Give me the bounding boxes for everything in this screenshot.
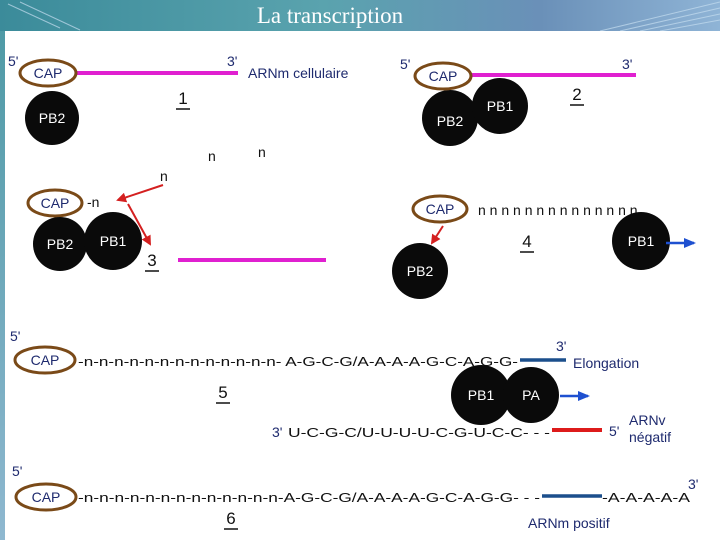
step-number-1: 1: [178, 89, 187, 108]
cleavage-arrow: [127, 203, 151, 246]
nascent-strand-sequence: -n-n-n-n-n-n-n-n-n-n-n-n-n- A-G-C-G/A-A-…: [78, 354, 518, 369]
free-nucleotide: n: [258, 144, 266, 160]
slide-header: La transcription: [0, 0, 720, 31]
primer-nucleotide: -n: [87, 194, 99, 210]
slide-left-accent: [0, 31, 5, 540]
positive-mrna-label: ARNm positif: [528, 515, 610, 531]
pb2-subunit: [392, 243, 448, 299]
cap-label: CAP: [426, 201, 455, 217]
cap-ellipse: [26, 188, 84, 218]
pb1-subunit: [472, 78, 528, 134]
mrna-sequence: -n-n-n-n-n-n-n-n-n-n-n-n-n-A-G-C-G/A-A-A…: [78, 490, 540, 505]
label-5-prime: 5': [609, 423, 619, 439]
polya-tail: -A-A-A-A-A: [602, 490, 690, 505]
step-3-group: CAP -n PB2 PB1 3: [26, 184, 326, 272]
label-3-prime: 3': [227, 53, 237, 69]
pb2-subunit: [422, 90, 478, 146]
slide-title: La transcription: [256, 3, 404, 28]
pb1-subunit: [451, 365, 511, 425]
pb1-label: PB1: [487, 98, 514, 114]
pb2-label: PB2: [407, 263, 434, 279]
cap-label: CAP: [34, 65, 63, 81]
step-4-group: CAP n n n n n n n n n n n n n n PB2 4 PB…: [392, 194, 696, 299]
pb2-label: PB2: [47, 236, 74, 252]
label-5-prime: 5': [12, 463, 22, 479]
cellular-mrna-label: ARNm cellulaire: [248, 65, 349, 81]
step-number-3: 3: [147, 251, 156, 270]
cap-label: CAP: [429, 68, 458, 84]
label-5-prime: 5': [10, 328, 20, 344]
step-number-2: 2: [572, 85, 581, 104]
cap-ellipse: [14, 482, 78, 512]
cap-ellipse: [411, 194, 469, 224]
cap-label: CAP: [32, 489, 61, 505]
pb1-label: PB1: [100, 233, 127, 249]
negative-label: négatif: [629, 429, 671, 445]
step-number-6: 6: [226, 509, 235, 528]
elongation-label: Elongation: [573, 355, 639, 371]
pb2-subunit: [33, 217, 87, 271]
pa-label: PA: [522, 387, 540, 403]
pb1-subunit: [84, 212, 142, 270]
cap-label: CAP: [41, 195, 70, 211]
label-3-prime: 3': [556, 338, 566, 354]
pa-subunit: [503, 367, 559, 423]
pb2-release-arrow: [430, 225, 444, 245]
label-5-prime: 5': [400, 56, 410, 72]
viral-rna-sequence: U-C-G-C/U-U-U-U-C-G-U-C-C- - -: [288, 425, 550, 440]
pb1-label: PB1: [628, 233, 655, 249]
cap-label: CAP: [31, 352, 60, 368]
label-5-prime: 5': [8, 53, 18, 69]
cap-ellipse: [18, 58, 78, 88]
free-nucleotide: n: [160, 168, 168, 184]
vrna-label: ARNv: [629, 412, 666, 428]
nucleotide-arrow: [116, 184, 164, 203]
step-number-5: 5: [218, 383, 227, 402]
cap-ellipse: [413, 61, 473, 91]
step-number-4: 4: [522, 232, 531, 251]
step-1-group: 5' 3' CAP ARNm cellulaire PB2 1: [8, 53, 349, 145]
label-3-prime: 3': [688, 476, 698, 492]
cap-ellipse: [13, 345, 77, 375]
header-decoration: [7, 1, 720, 31]
label-3-prime: 3': [272, 424, 282, 440]
step-2-group: 5' 3' PB2 CAP PB1 2: [400, 56, 636, 146]
pb2-label: PB2: [39, 110, 66, 126]
pb2-label: PB2: [437, 113, 464, 129]
label-3-prime: 3': [622, 56, 632, 72]
pb1-subunit: [612, 212, 670, 270]
pb1-label: PB1: [468, 387, 495, 403]
step-6-group: 5' CAP -n-n-n-n-n-n-n-n-n-n-n-n-n-A-G-C-…: [12, 463, 698, 531]
step-5-group: 5' CAP -n-n-n-n-n-n-n-n-n-n-n-n-n- A-G-C…: [10, 328, 671, 445]
pb2-subunit: [25, 91, 79, 145]
free-nucleotide: n: [208, 148, 216, 164]
nucleotide-chain: n n n n n n n n n n n n n n: [478, 202, 638, 218]
